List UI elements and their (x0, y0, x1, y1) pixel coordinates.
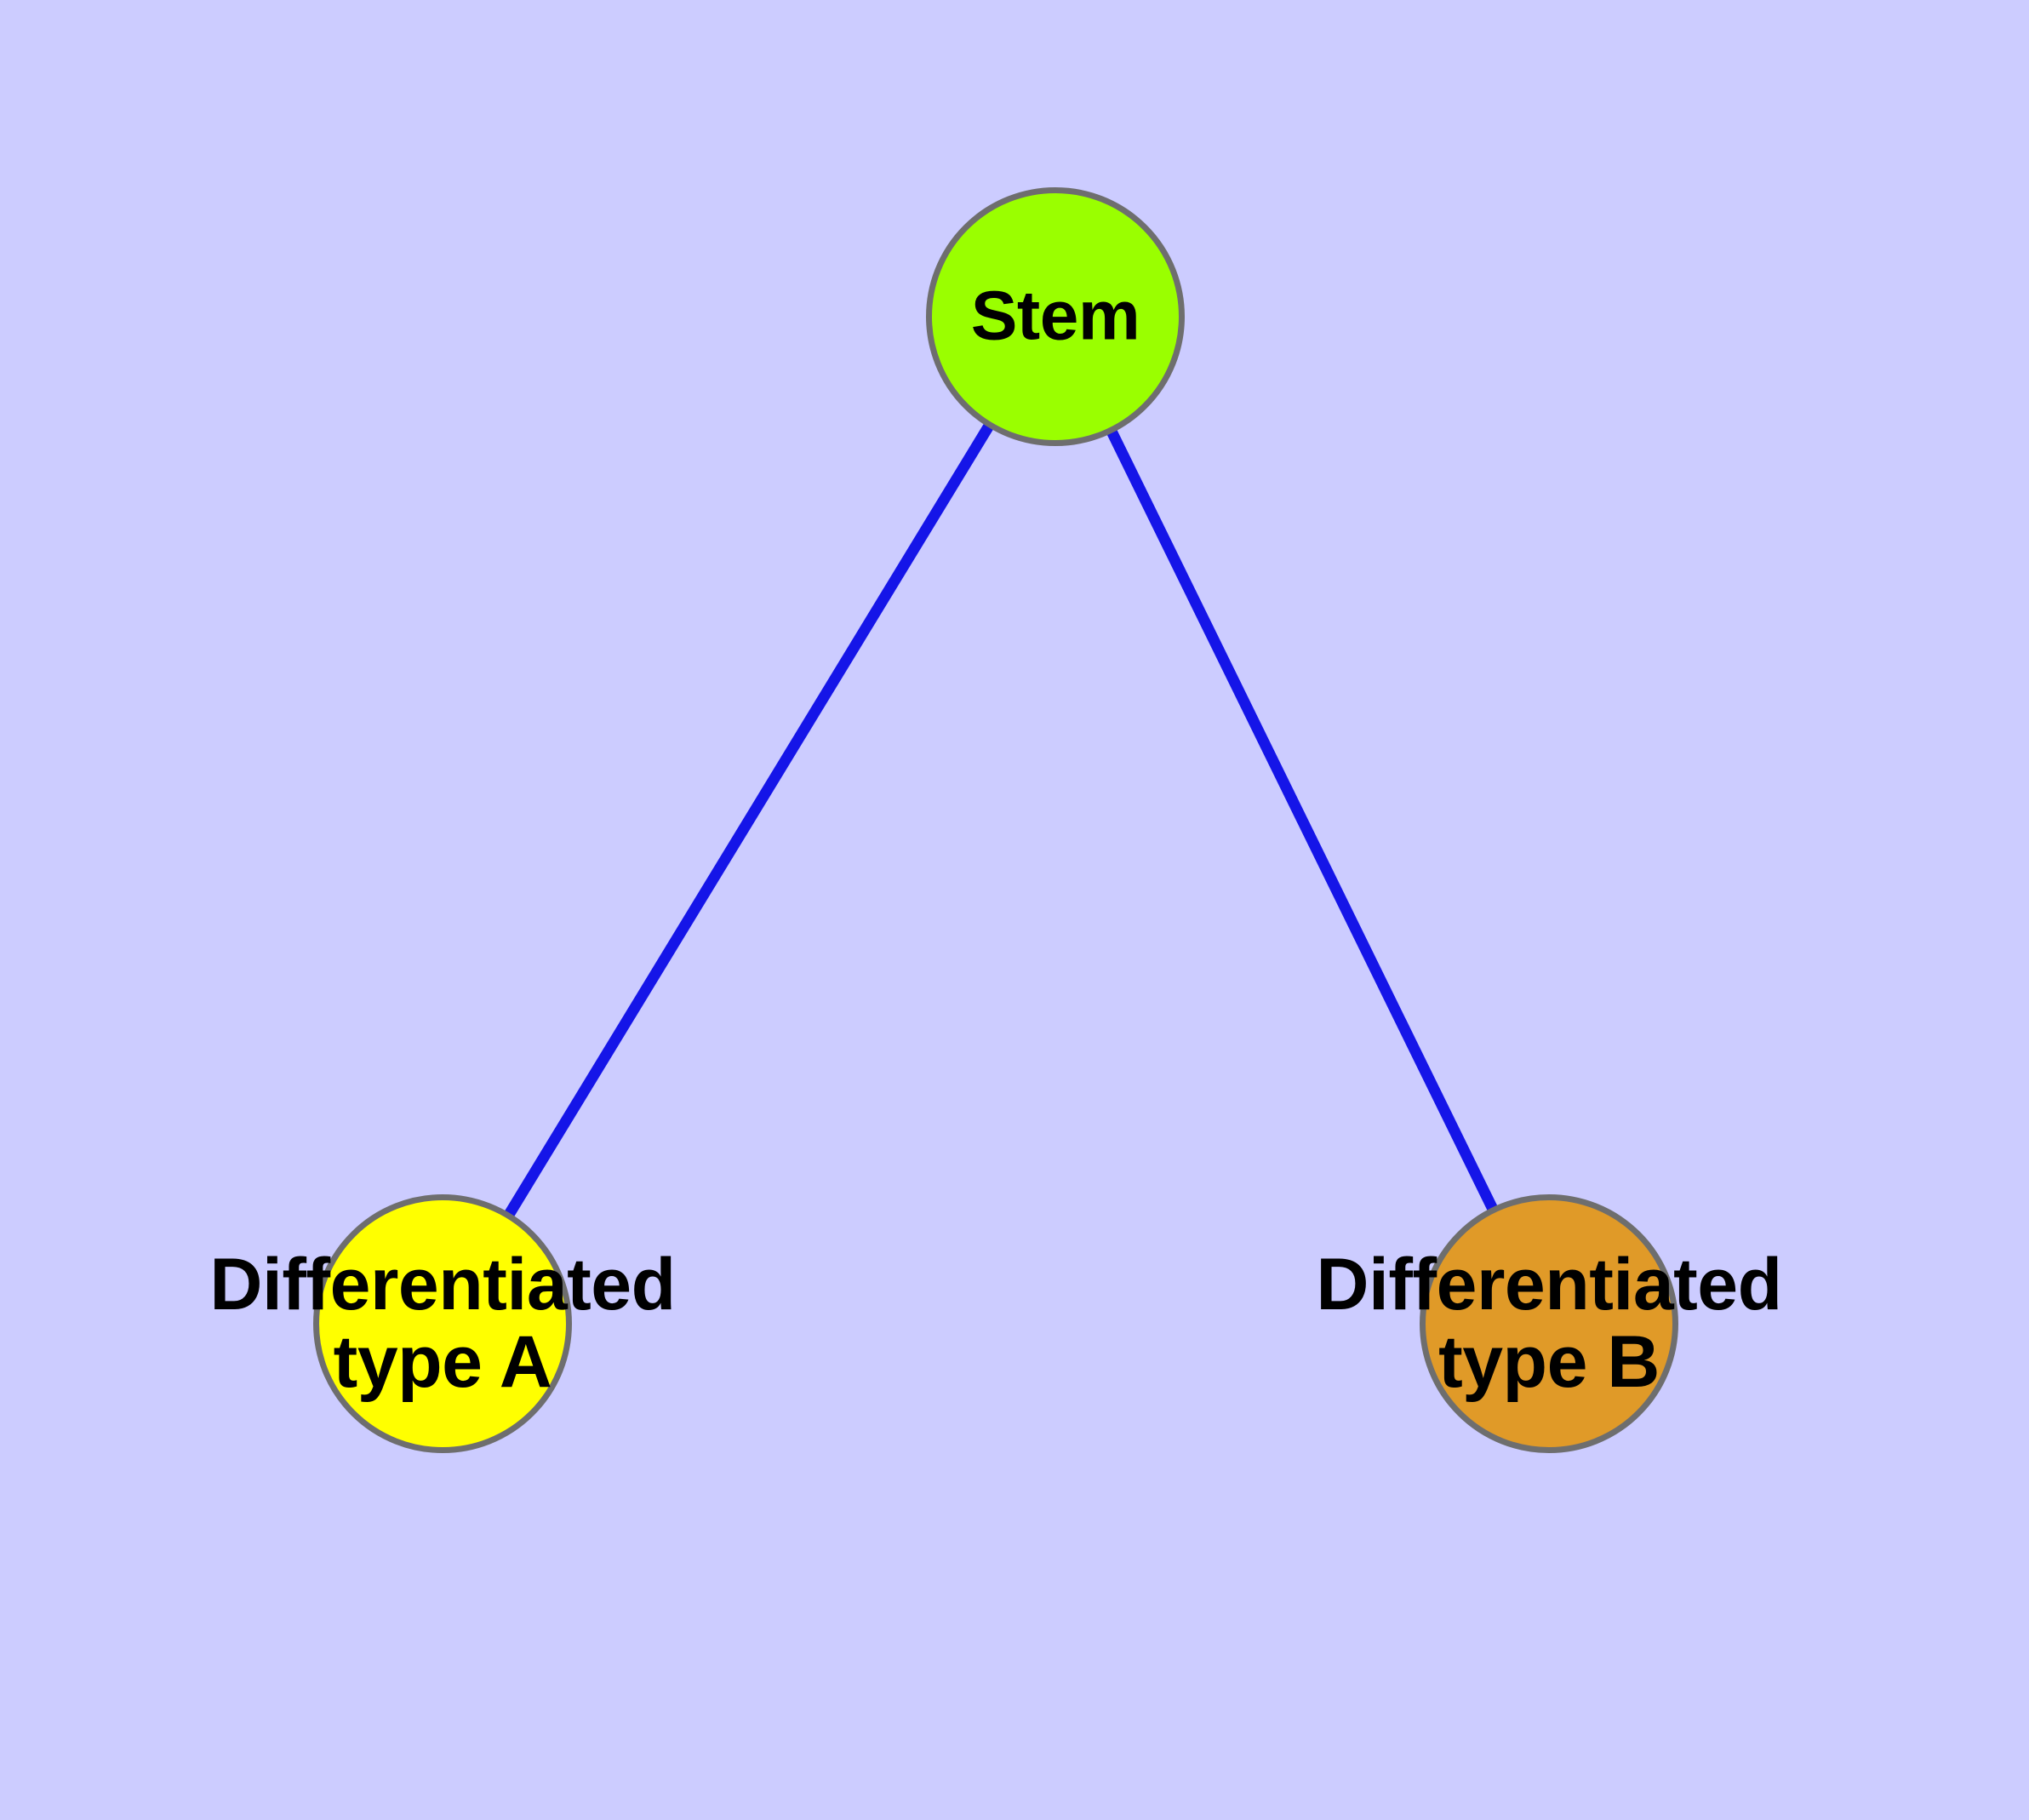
graph-node-diff-b[interactable] (1420, 1194, 1678, 1453)
graph-edge-stem-to-diff-b (1105, 426, 1500, 1215)
edge-layer (502, 420, 1500, 1221)
graph-node-stem[interactable] (926, 187, 1185, 446)
graph-edge-stem-to-diff-a (502, 420, 996, 1221)
graph-node-diff-a[interactable] (313, 1194, 572, 1453)
node-layer (313, 187, 1678, 1453)
